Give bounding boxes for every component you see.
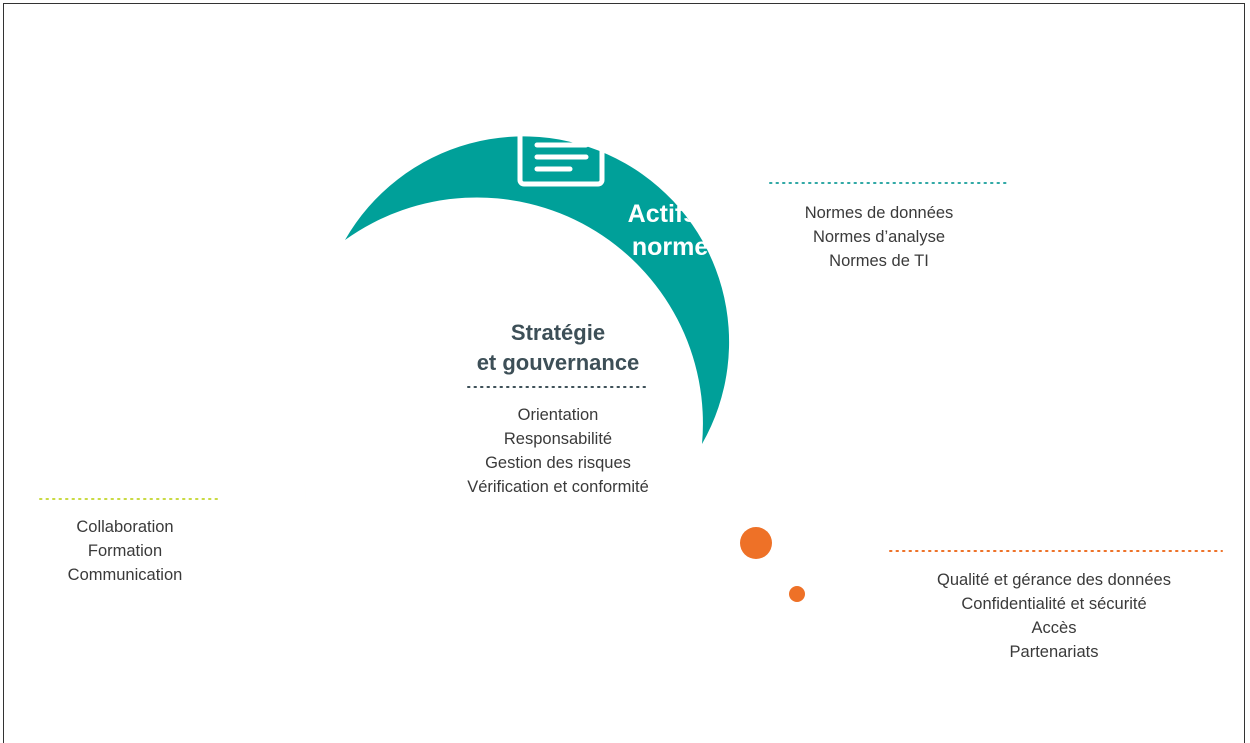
politiques-item: Confidentialité et sécurité [961, 595, 1146, 613]
personnes-title-line1: Personnes et [257, 518, 415, 546]
big-gear-icon [714, 501, 798, 585]
actifs-item: Normes de données [805, 204, 954, 222]
politiques-title-line2: processus [611, 634, 736, 662]
center-title-line1: Stratégie [511, 320, 605, 345]
segment-actifs [345, 136, 730, 444]
center-item: Responsabilité [504, 430, 612, 448]
center-item: Gestion des risques [485, 454, 631, 472]
center-item: Vérification et conformité [467, 478, 649, 496]
gear-hole [740, 527, 772, 559]
personnes-item: Communication [68, 566, 183, 584]
politiques-title-line1: Politiques et [600, 601, 749, 629]
personnes-title-line2: connaissances [246, 550, 425, 578]
gears-icon [714, 501, 820, 617]
politiques-item: Accès [1032, 619, 1077, 637]
actifs-title-line2: normes [632, 233, 722, 261]
actifs-item: Normes de TI [829, 252, 929, 270]
small-gear-icon [774, 571, 820, 617]
clipboard-check-icon [517, 71, 605, 187]
politiques-item: Partenariats [1010, 643, 1099, 661]
actifs-title-line1: Actifs et [628, 200, 727, 228]
frame-border [3, 3, 1245, 743]
actifs-item: Normes d’analyse [813, 228, 945, 246]
personnes-item: Formation [88, 542, 162, 560]
politiques-item: Qualité et gérance des données [937, 571, 1171, 589]
gear-hole [789, 586, 805, 602]
center-title-line2: et gouvernance [477, 350, 640, 375]
center-item: Orientation [518, 406, 599, 424]
people-icon [268, 399, 382, 496]
personnes-item: Collaboration [76, 518, 173, 536]
